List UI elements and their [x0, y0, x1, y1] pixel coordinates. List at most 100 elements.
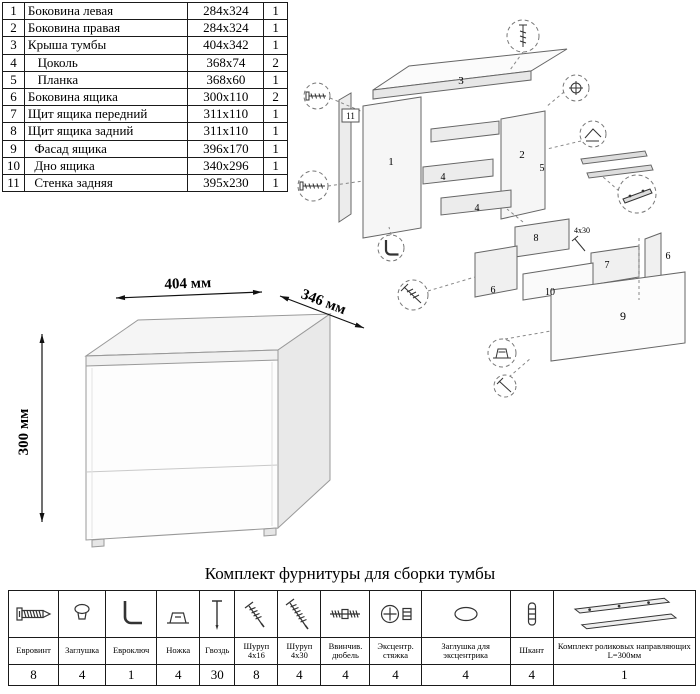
hw-icon-cell: [156, 590, 201, 638]
parts-table: 1 Боковина левая 284x324 1 2 Боковина пр…: [2, 1, 288, 193]
width-dimension-label: 404 мм: [164, 276, 211, 293]
part-qty: 1: [263, 122, 288, 141]
hw-icon-cell: [7, 590, 60, 638]
hardware-names-row: Евровинт Заглушка Евроключ Ножка Гвоздь …: [7, 637, 697, 665]
hardware-icons-row: [7, 590, 697, 638]
part-number: 9: [2, 139, 25, 158]
hw-name: Заглушка: [58, 637, 107, 665]
part-size: 284x324: [187, 1, 265, 21]
part-top-panel-edge: [372, 70, 532, 100]
part-right-side: [500, 110, 546, 220]
product-foot: [91, 538, 105, 548]
part-size: 300x110: [187, 88, 265, 107]
part-qty: 2: [263, 88, 288, 107]
product-right-face: [277, 313, 331, 530]
eurobolt-callout: [303, 82, 331, 110]
part-number: 8: [2, 122, 25, 141]
hw-icon-cell: [369, 590, 422, 638]
exploded-label: 4: [475, 203, 480, 214]
hw-name: Шкант: [509, 637, 554, 665]
drawer-slide-rail: [586, 164, 654, 179]
hex-key-callout: [377, 234, 405, 262]
part-name: Боковина правая: [23, 19, 189, 38]
cap-icon: [74, 603, 90, 620]
exploded-label: 4: [441, 172, 446, 183]
parts-row: 10 Дно ящика 340x296 1: [2, 156, 288, 176]
screw-diagonal-callout: [397, 279, 429, 311]
part-name: Фасад ящика: [23, 139, 189, 158]
product-top-slab-edge: [85, 349, 279, 367]
parts-row: 2 Боковина правая 284x324 1: [2, 19, 288, 38]
part-size: 311x110: [187, 122, 265, 141]
hw-icon-cell: [234, 590, 279, 638]
hex-key-icon: [384, 240, 399, 256]
parts-row: 4 Цоколь 368x74 2: [2, 53, 288, 72]
hw-qty: 8: [234, 664, 279, 686]
depth-dimension-line: [279, 295, 365, 329]
bracket-callout: [579, 120, 607, 148]
bracket-icon: [584, 128, 602, 142]
part-name: Стенка задняя: [23, 174, 189, 193]
part-size: 396x170: [187, 139, 265, 158]
part-size: 404x342: [187, 36, 265, 55]
exploded-label: 5: [540, 163, 545, 174]
product-box: [84, 313, 332, 548]
part-name: Щит ящика передний: [23, 105, 189, 124]
hw-qty: 1: [105, 664, 158, 686]
part-size: 368x74: [187, 53, 265, 72]
part-number: 11: [2, 174, 25, 193]
product-drawer-seam: [85, 464, 279, 473]
part-name: Щит ящика задний: [23, 122, 189, 141]
hw-name: Шуруп 4х16: [234, 637, 279, 665]
part-qty: 1: [263, 70, 288, 90]
exploded-label: 8: [534, 233, 539, 244]
parts-row: 6 Боковина ящика 300x110 2: [2, 88, 288, 107]
width-dimension-line: [115, 291, 263, 299]
parts-row: 11 Стенка задняя 395x230 1: [2, 174, 288, 193]
part-size: 368x60: [187, 70, 265, 90]
exploded-panels: [338, 48, 686, 362]
parts-row: 5 Планка 368x60 1: [2, 70, 288, 90]
hw-qty: 4: [277, 664, 322, 686]
exploded-label: 7: [605, 260, 610, 271]
long-screw-callout: [297, 170, 329, 202]
part-number: 5: [2, 70, 25, 90]
part-qty: 1: [263, 19, 288, 38]
hw-icon-cell: [58, 590, 107, 638]
hw-name: Гвоздь: [199, 637, 236, 665]
part-qty: 1: [263, 36, 288, 55]
screw-icon: [519, 24, 527, 47]
part-size: 395x230: [187, 174, 265, 193]
part-left-side: [362, 96, 422, 239]
eurobolt-icon: [15, 607, 51, 621]
part-name: Планка: [23, 70, 189, 90]
part-name: Крыша тумбы: [23, 36, 189, 55]
exploded-label: 4x30: [574, 226, 590, 235]
part-plinth-front: [422, 158, 494, 185]
exploded-label: 3: [458, 75, 464, 87]
part-number: 6: [2, 88, 25, 107]
exploded-label: 10: [545, 287, 555, 298]
hw-name: Шуруп 4х30: [277, 637, 322, 665]
part-qty: 1: [263, 174, 288, 193]
part-size: 340x296: [187, 156, 265, 176]
depth-dimension-label: 346 мм: [299, 286, 348, 318]
product-front-face: [85, 349, 279, 541]
nail-icon: [212, 600, 223, 630]
drawer-slides-icon: [574, 597, 678, 630]
screw-icon: [400, 283, 422, 304]
hw-name: Ножка: [156, 637, 201, 665]
dimension-lines: [41, 291, 365, 522]
exploded-leader-lines: [327, 51, 640, 378]
part-name: Цоколь: [23, 53, 189, 72]
hw-name: Эксцентр. стяжка: [369, 637, 422, 665]
hw-qty: 4: [420, 664, 511, 686]
part-qty: 1: [263, 139, 288, 158]
hw-name: Ввинчив. дюбель: [320, 637, 371, 665]
hardware-kit-title: Комплект фурнитуры для сборки тумбы: [204, 564, 496, 583]
part-qty: 2: [263, 53, 288, 72]
hw-qty: 4: [369, 664, 422, 686]
exploded-label: 9: [620, 309, 626, 323]
dimension-arrowheads: [39, 289, 364, 522]
